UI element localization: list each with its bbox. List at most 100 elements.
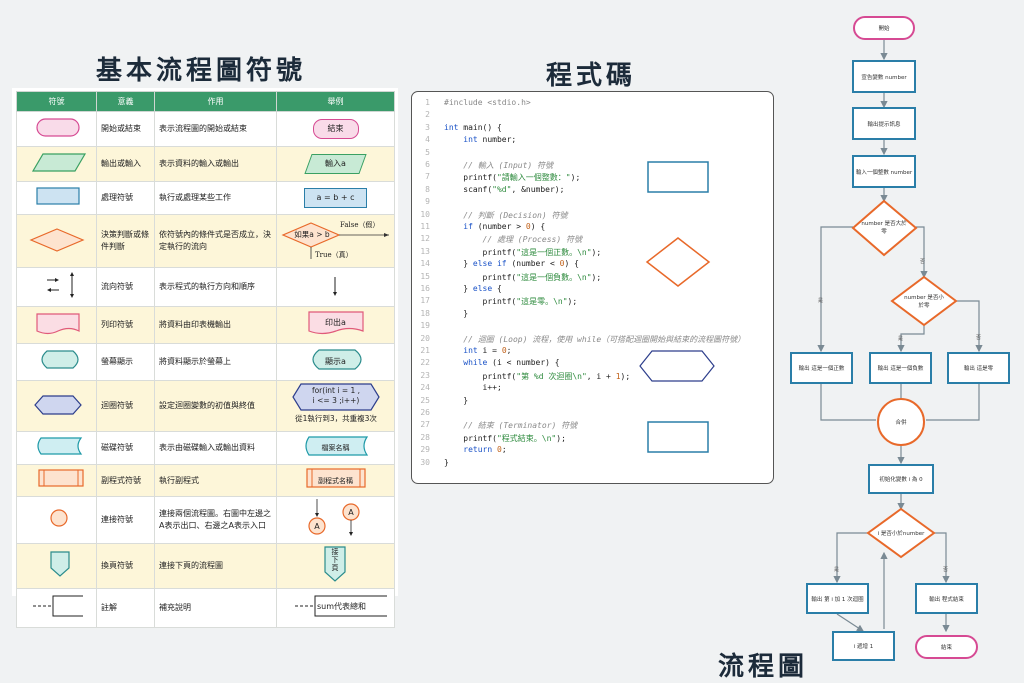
flow-decision1-label: number 是否大於零 — [861, 221, 907, 235]
example-disk — [305, 436, 369, 456]
code-text: if (number > 0) { — [463, 222, 546, 231]
flow-decision3-label: i 是否小於number — [877, 531, 925, 537]
purpose-cell: 連接兩個流程圖。右圖中左邊之A表示出口、右邊之A表示入口 — [154, 496, 277, 544]
example-loop-label: for(int i = 1 , i <= 3 ;i++) — [311, 386, 361, 405]
purpose-cell: 表示流程圖的開始或結束 — [154, 111, 277, 147]
line-number: 12 — [420, 234, 430, 244]
code-line: 20 // 迴圈 (Loop) 流程，使用 while（可搭配迴圈開始與結束的流… — [412, 334, 773, 346]
line-number: 23 — [420, 370, 430, 380]
symbol-table: 符號 意義 作用 舉例 開始或結束 表示流程圖的開始或結束 結束 輸出或輸入 表… — [16, 91, 395, 628]
code-text: int i = 0; — [463, 346, 512, 355]
table-row: 迴圈符號 設定迴圈變數的初值與終值 for(int i = 1 , i <= 3… — [16, 380, 395, 432]
display-symbol — [16, 343, 97, 381]
example-print-label: 印出a — [325, 318, 346, 327]
table-row: 處理符號 執行或處理某些工作 a = b + c — [16, 181, 395, 215]
table-row: 列印符號 將資料由印表機輸出 印出a — [16, 306, 395, 344]
example-cell: for(int i = 1 , i <= 3 ;i++) 從1執行到3，共重複3… — [276, 380, 395, 432]
flow-yes-label-3: 是 — [834, 567, 840, 573]
code-line: 12 // 處理 (Process) 符號 — [412, 234, 773, 246]
line-number: 1 — [425, 98, 430, 107]
flow-out-negative-box: 輸出 這是一個負數 — [869, 352, 932, 384]
line-number: 15 — [420, 271, 430, 281]
example-annotation — [295, 595, 387, 617]
code-line: 28 printf("程式結束。\n"); — [412, 433, 773, 445]
meaning-cell: 磁碟符號 — [96, 431, 155, 465]
code-line: 19 — [412, 321, 773, 333]
example-display — [312, 349, 362, 370]
code-line: 29 return 0; — [412, 445, 773, 457]
example-flow-arrow — [333, 277, 337, 296]
meaning-cell: 流向符號 — [96, 267, 155, 307]
table-row: 註解 補充說明 sum代表總和 — [16, 588, 395, 628]
line-number: 4 — [425, 135, 430, 145]
example-cell: 接 下 頁 — [276, 543, 395, 589]
example-disk-label: 檔案名稱 — [321, 444, 350, 452]
code-line: 14 } else if (number < 0) { — [412, 259, 773, 271]
meaning-cell: 處理符號 — [96, 181, 155, 215]
decision-symbol — [16, 214, 97, 268]
terminal-symbol — [16, 111, 97, 147]
table-row: 磁碟符號 表示由磁碟輸入或輸出資料 檔案名稱 — [16, 431, 395, 465]
example-cell: 結束 — [276, 111, 395, 147]
example-subroutine-label: 副程式名稱 — [318, 476, 353, 485]
merge-circle — [877, 398, 925, 446]
flow-end-output-box: 輸出 程式結束 — [915, 583, 978, 614]
purpose-cell: 將資料由印表機輸出 — [154, 306, 277, 344]
example-false-label: False（假） — [340, 221, 380, 229]
decision2-diamond — [890, 275, 958, 327]
line-number: 25 — [420, 395, 430, 405]
line-number: 11 — [420, 222, 430, 231]
example-print — [308, 311, 364, 335]
code-text: i++; — [444, 383, 502, 393]
code-line: 17 printf("這是零。\n"); — [412, 296, 773, 308]
code-line: 21 int i = 0; — [412, 346, 773, 358]
meaning-cell: 輸出或輸入 — [96, 146, 155, 182]
example-loop-note: 從1執行到3，共重複3次 — [295, 414, 377, 423]
table-row: 輸出或輸入 表示資料的輸入或輸出 輸入a — [16, 146, 395, 182]
offpage-symbol — [16, 543, 97, 589]
example-terminal: 結束 — [312, 119, 359, 139]
flow-no-label-3: 否 — [943, 567, 949, 573]
io-box-annotation — [647, 161, 709, 193]
code-text: // 輸入 (Input) 符號 — [444, 161, 554, 170]
disk-symbol — [16, 431, 97, 465]
line-number: 8 — [425, 184, 430, 194]
flow-end-terminal: 結束 — [915, 635, 978, 659]
connector-symbol — [16, 496, 97, 544]
purpose-cell: 表示資料的輸入或輸出 — [154, 146, 277, 182]
table-row: 連接符號 連接兩個流程圖。右圖中左邊之A表示出口、右邊之A表示入口 A A — [16, 496, 395, 544]
code-line: 26 — [412, 408, 773, 420]
line-number: 19 — [420, 321, 430, 331]
decision1-diamond — [851, 199, 918, 257]
io-symbol — [16, 146, 97, 182]
meaning-cell: 連接符號 — [96, 496, 155, 544]
table-row: 開始或結束 表示流程圖的開始或結束 結束 — [16, 111, 395, 147]
example-offpage-label: 接 下 頁 — [331, 548, 339, 572]
meaning-cell: 註解 — [96, 588, 155, 628]
table-row: 換頁符號 連接下頁的流程圖 接 下 頁 — [16, 543, 395, 589]
code-text: printf("程式結束。\n"); — [444, 433, 566, 443]
code-line: 23 printf("第 %d 次迴圈\n", i + 1); — [412, 371, 773, 383]
example-display-label: 顯示a — [325, 357, 346, 366]
flow-decision2-label: number 是否小於零 — [904, 295, 944, 309]
code-text: // 處理 (Process) 符號 — [444, 235, 582, 245]
code-text: } — [444, 308, 469, 318]
example-offpage — [324, 546, 346, 582]
code-text: int main() { — [444, 122, 502, 132]
table-row: 決策判斷或條件判斷 依符號內的條件式是否成立，決定執行的流向 如果a > b F… — [16, 214, 395, 268]
example-subroutine — [306, 468, 366, 488]
decision3-diamond — [866, 507, 936, 559]
code-text: int number; — [463, 135, 517, 145]
example-cell: 副程式名稱 — [276, 464, 395, 497]
code-line: 4 int number; — [412, 135, 773, 147]
code-title: 程式碼 — [546, 61, 637, 91]
example-cell: sum代表總和 — [276, 588, 395, 628]
code-text: } — [444, 457, 449, 467]
line-number: 16 — [420, 284, 430, 293]
meaning-cell: 開始或結束 — [96, 111, 155, 147]
meaning-cell: 列印符號 — [96, 306, 155, 344]
code-text: } — [444, 395, 469, 405]
flow-out-positive-box: 輸出 這是一個正數 — [790, 352, 853, 384]
